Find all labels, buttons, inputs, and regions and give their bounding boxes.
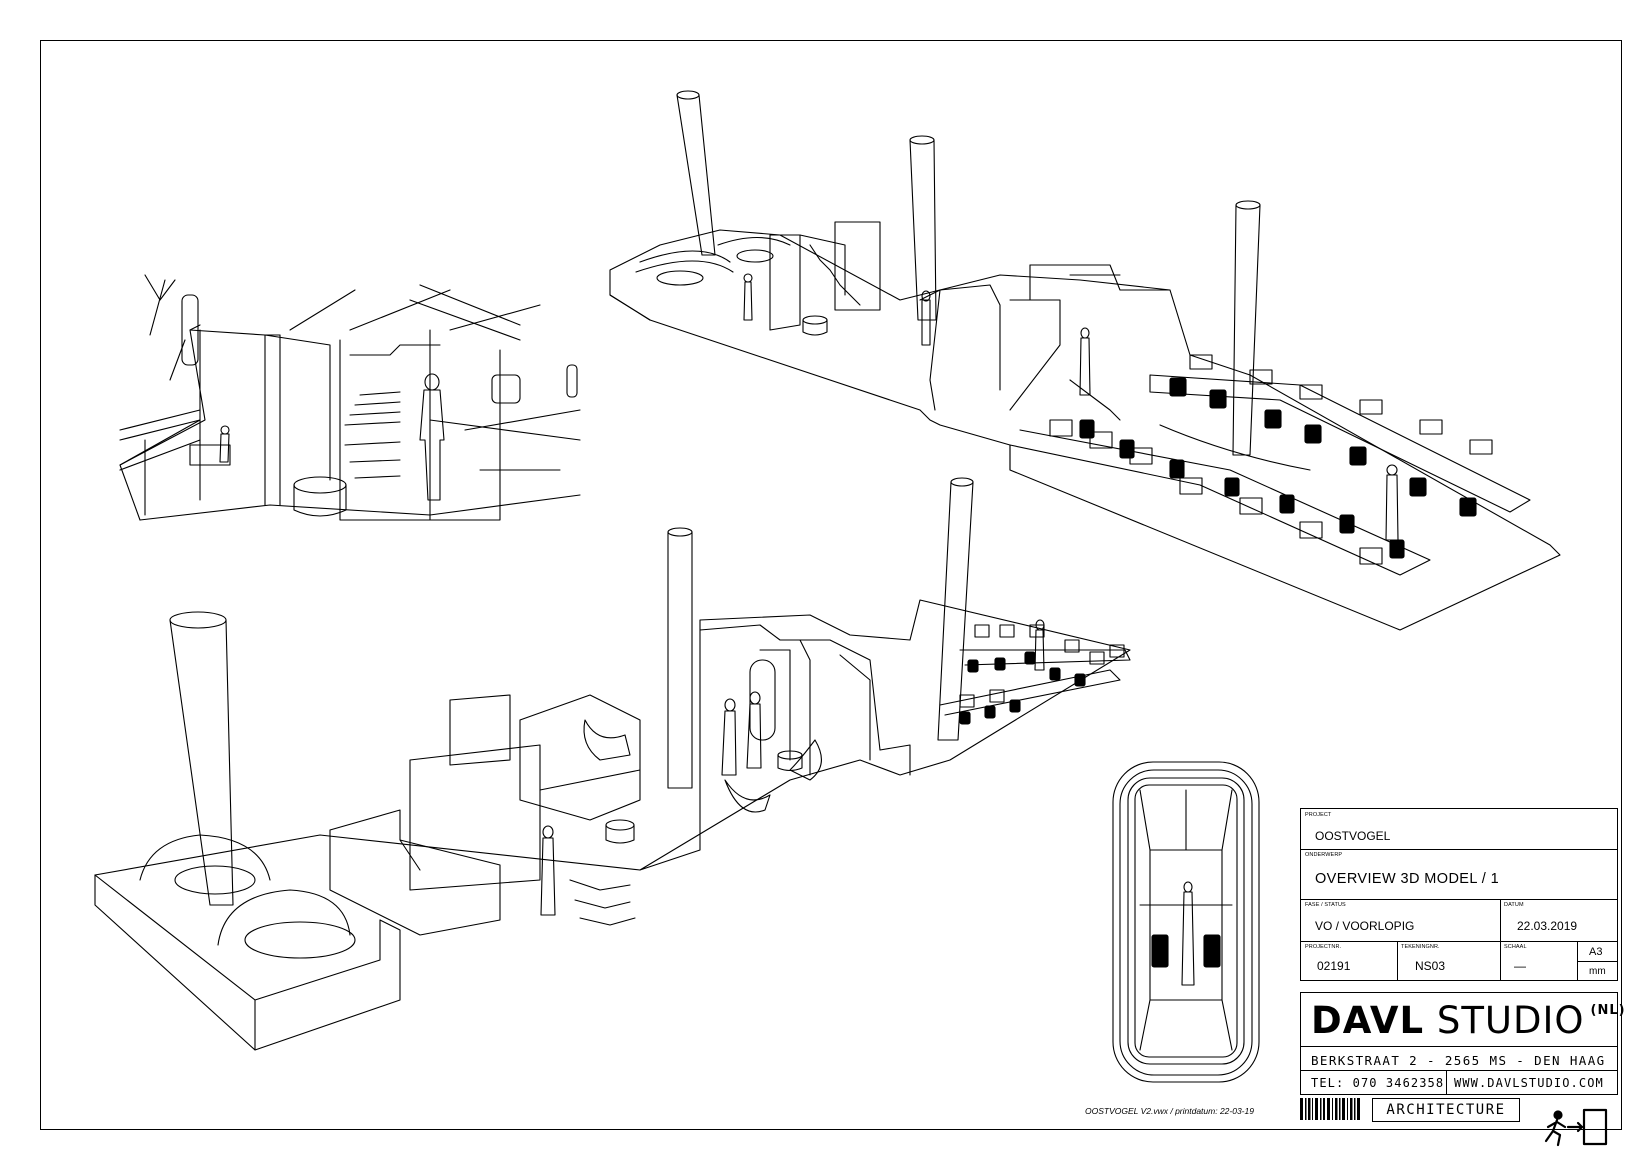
file-info: OOSTVOGEL V2.vwx / printdatum: 22-03-19 [1085,1106,1254,1116]
subject-label: ONDERWERP [1305,852,1343,858]
project-number-label: PROJECTNR. [1305,944,1342,950]
phase-label: FASE / STATUS [1305,902,1346,908]
studio-website: WWW.DAVLSTUDIO.COM [1454,1076,1604,1090]
scale-label: SCHAAL [1504,944,1527,950]
studio-logo: DAVL STUDIO (NL) [1311,999,1626,1042]
barcode-icon [1300,1098,1360,1120]
drawing-title: OVERVIEW 3D MODEL / 1 [1315,871,1500,887]
date-value: 22.03.2019 [1517,919,1578,933]
interior-perspective-view [119,274,581,521]
title-block: PROJECT OOSTVOGEL ONDERWERP OVERVIEW 3D … [1300,808,1618,981]
studio-address: BERKSTRAAT 2 - 2565 MS - DEN HAAG [1311,1053,1606,1068]
scale-value: — [1514,959,1526,973]
studio-phone: TEL: 070 3462358 [1311,1076,1445,1090]
elevation-view [1112,761,1260,1083]
studio-name-light: STUDIO [1436,999,1585,1042]
upper-floor-isometric [609,90,1561,631]
drawing-number: NS03 [1415,959,1446,973]
drawing-number-label: TEKENINGNR. [1401,944,1440,950]
architecture-row: ARCHITECTURE [1300,1098,1530,1122]
project-number: 02191 [1317,959,1351,973]
architecture-label: ARCHITECTURE [1372,1098,1520,1122]
paper-unit: mm [1589,966,1606,977]
lower-floor-isometric [94,477,1131,1051]
exit-sign-icon [1544,1108,1608,1147]
studio-block: DAVL STUDIO (NL) BERKSTRAAT 2 - 2565 MS -… [1300,992,1625,1095]
studio-name-bold: DAVL [1311,999,1425,1042]
sheet-frame [40,40,1622,1130]
studio-country: (NL) [1590,1002,1626,1018]
paper-format: A3 [1589,946,1603,958]
project-name: OOSTVOGEL [1315,829,1391,843]
date-label: DATUM [1504,902,1524,908]
project-label: PROJECT [1305,812,1332,818]
phase-value: VO / VOORLOPIG [1315,919,1415,933]
